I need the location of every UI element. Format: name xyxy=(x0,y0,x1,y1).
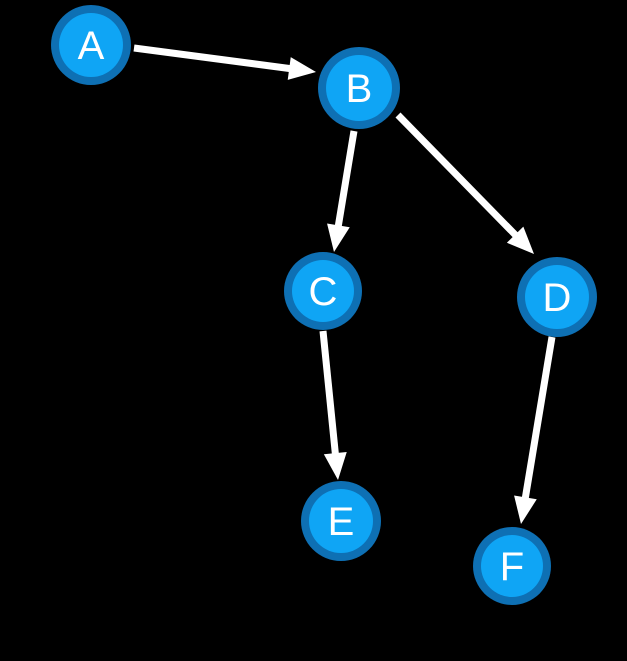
edge-line xyxy=(319,330,340,457)
node-core xyxy=(525,265,589,329)
edge-arrowhead-icon xyxy=(323,451,347,480)
edge-arrowhead-icon xyxy=(506,226,534,254)
edges-layer xyxy=(133,44,556,524)
edge-arrowhead-icon xyxy=(327,223,350,252)
edge-arrowhead-icon xyxy=(514,495,537,524)
node-d[interactable]: D xyxy=(517,257,597,337)
node-core xyxy=(309,489,373,553)
node-c[interactable]: C xyxy=(284,252,362,330)
node-b[interactable]: B xyxy=(318,47,400,129)
node-core xyxy=(326,55,392,121)
edge-arrowhead-icon xyxy=(287,57,316,80)
edge-line xyxy=(334,130,358,229)
edge-c-to-e xyxy=(319,330,347,480)
edge-line xyxy=(133,44,293,73)
node-core xyxy=(59,13,123,77)
node-a[interactable]: A xyxy=(51,5,131,85)
nodes-layer: A B C D E F xyxy=(51,5,597,605)
node-core xyxy=(481,535,543,597)
edge-line xyxy=(395,112,520,240)
node-core xyxy=(292,260,354,322)
node-f[interactable]: F xyxy=(473,527,551,605)
edge-d-to-f xyxy=(514,336,556,524)
node-e[interactable]: E xyxy=(301,481,381,561)
edge-line xyxy=(521,336,556,501)
edge-b-to-d xyxy=(395,112,534,254)
edge-a-to-b xyxy=(133,44,316,80)
edge-b-to-c xyxy=(327,130,358,252)
